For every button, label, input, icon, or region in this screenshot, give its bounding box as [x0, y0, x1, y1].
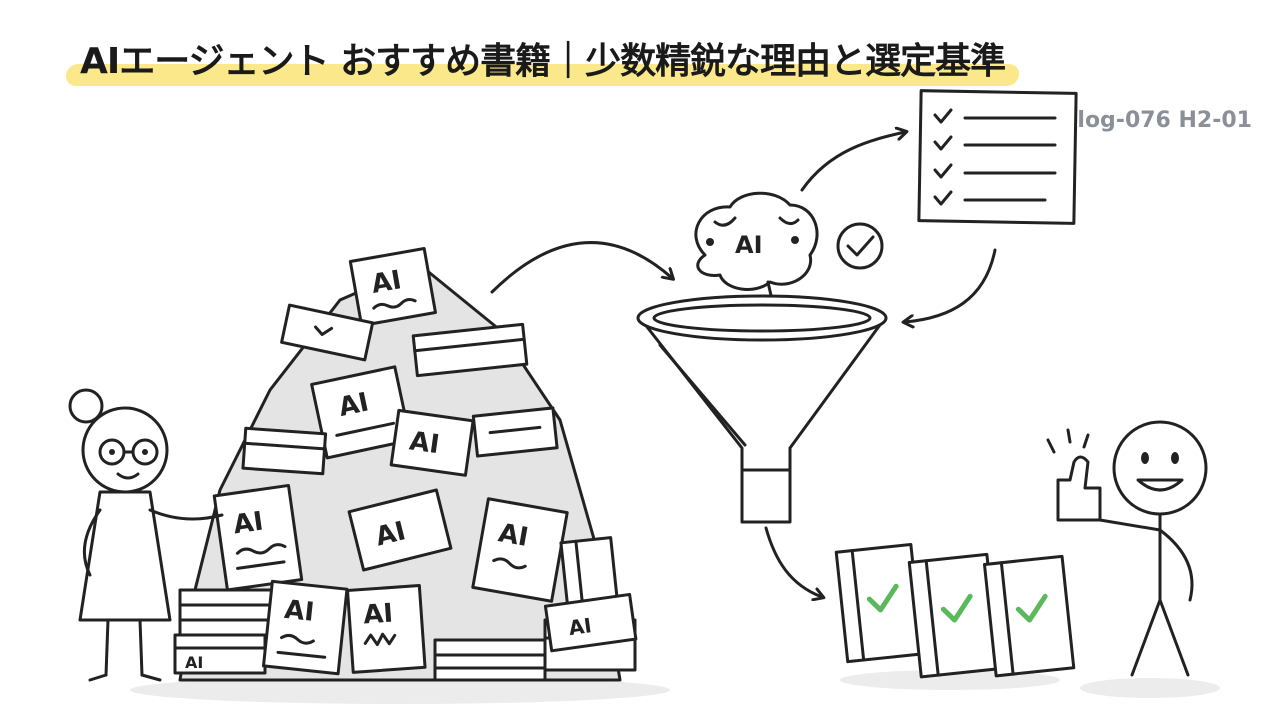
book-pile-icon: AI AI	[173, 247, 638, 682]
arrow-to-funnel	[490, 241, 672, 294]
pile-book-ai-8: AI	[543, 592, 638, 653]
selected-book-3	[982, 554, 1076, 678]
arrow-checklist-to-funnel	[905, 248, 997, 322]
pile-book-ai-7: AI	[389, 408, 475, 477]
pile-book-bottom-2	[178, 588, 282, 637]
pile-book-plain-3	[471, 406, 559, 458]
pile-book-bottom-1: AI	[173, 633, 267, 675]
pile-book-ai-5: AI	[347, 488, 453, 572]
pile-book-label: AI	[373, 516, 409, 552]
pile-book-label: AI	[336, 387, 371, 423]
funnel-icon	[636, 294, 888, 524]
pile-book-ai-6: AI	[310, 365, 412, 460]
pile-book-ai-3: AI	[346, 584, 427, 674]
woman-icon	[68, 388, 224, 682]
pile-book-label: AI	[408, 426, 442, 460]
page-title: AIエージェント おすすめ書籍｜少数精鋭な理由と選定基準	[80, 41, 1006, 82]
pile-book-label: AI	[567, 613, 593, 640]
pile-book-label: AI	[496, 518, 531, 553]
check-circle-icon	[836, 222, 884, 270]
pile-book-plain-4	[241, 426, 328, 476]
green-check-icon	[866, 583, 899, 613]
pile-book-plain-1	[411, 322, 529, 378]
pile-book-plain-2	[280, 303, 375, 362]
selected-book-2	[907, 552, 1001, 679]
selected-books-icon	[834, 542, 1076, 679]
brain-label: AI	[735, 231, 763, 259]
pile-book-bottom-3	[433, 638, 547, 682]
pile-book-label: AI	[283, 595, 316, 628]
pile-book-ai-top: AI	[348, 247, 437, 328]
brain-icon: AI	[694, 191, 819, 302]
arrow-to-selected-books	[764, 526, 822, 597]
green-check-icon	[940, 593, 973, 623]
green-check-icon	[1015, 593, 1048, 623]
title-block: AIエージェント おすすめ書籍｜少数精鋭な理由と選定基準	[64, 34, 1021, 90]
man-shadow	[1080, 678, 1220, 698]
slide-id-tag: blog-076 H2-01	[1061, 108, 1252, 133]
thumbs-up-man-icon	[1046, 420, 1208, 677]
pile-book-label: AI	[185, 653, 203, 672]
pile-book-label: AI	[362, 598, 394, 630]
pile-book-label: AI	[369, 265, 404, 300]
pile-book-ai-2: AI	[261, 579, 349, 676]
pile-book-label: AI	[231, 507, 265, 541]
pile-shadow	[130, 676, 670, 704]
pile-book-ai-4: AI	[471, 497, 569, 603]
arrow-brain-to-checklist	[800, 132, 905, 192]
checklist-icon	[917, 89, 1078, 225]
selected-book-1	[834, 542, 924, 664]
pile-book-ai-1: AI	[212, 483, 304, 592]
